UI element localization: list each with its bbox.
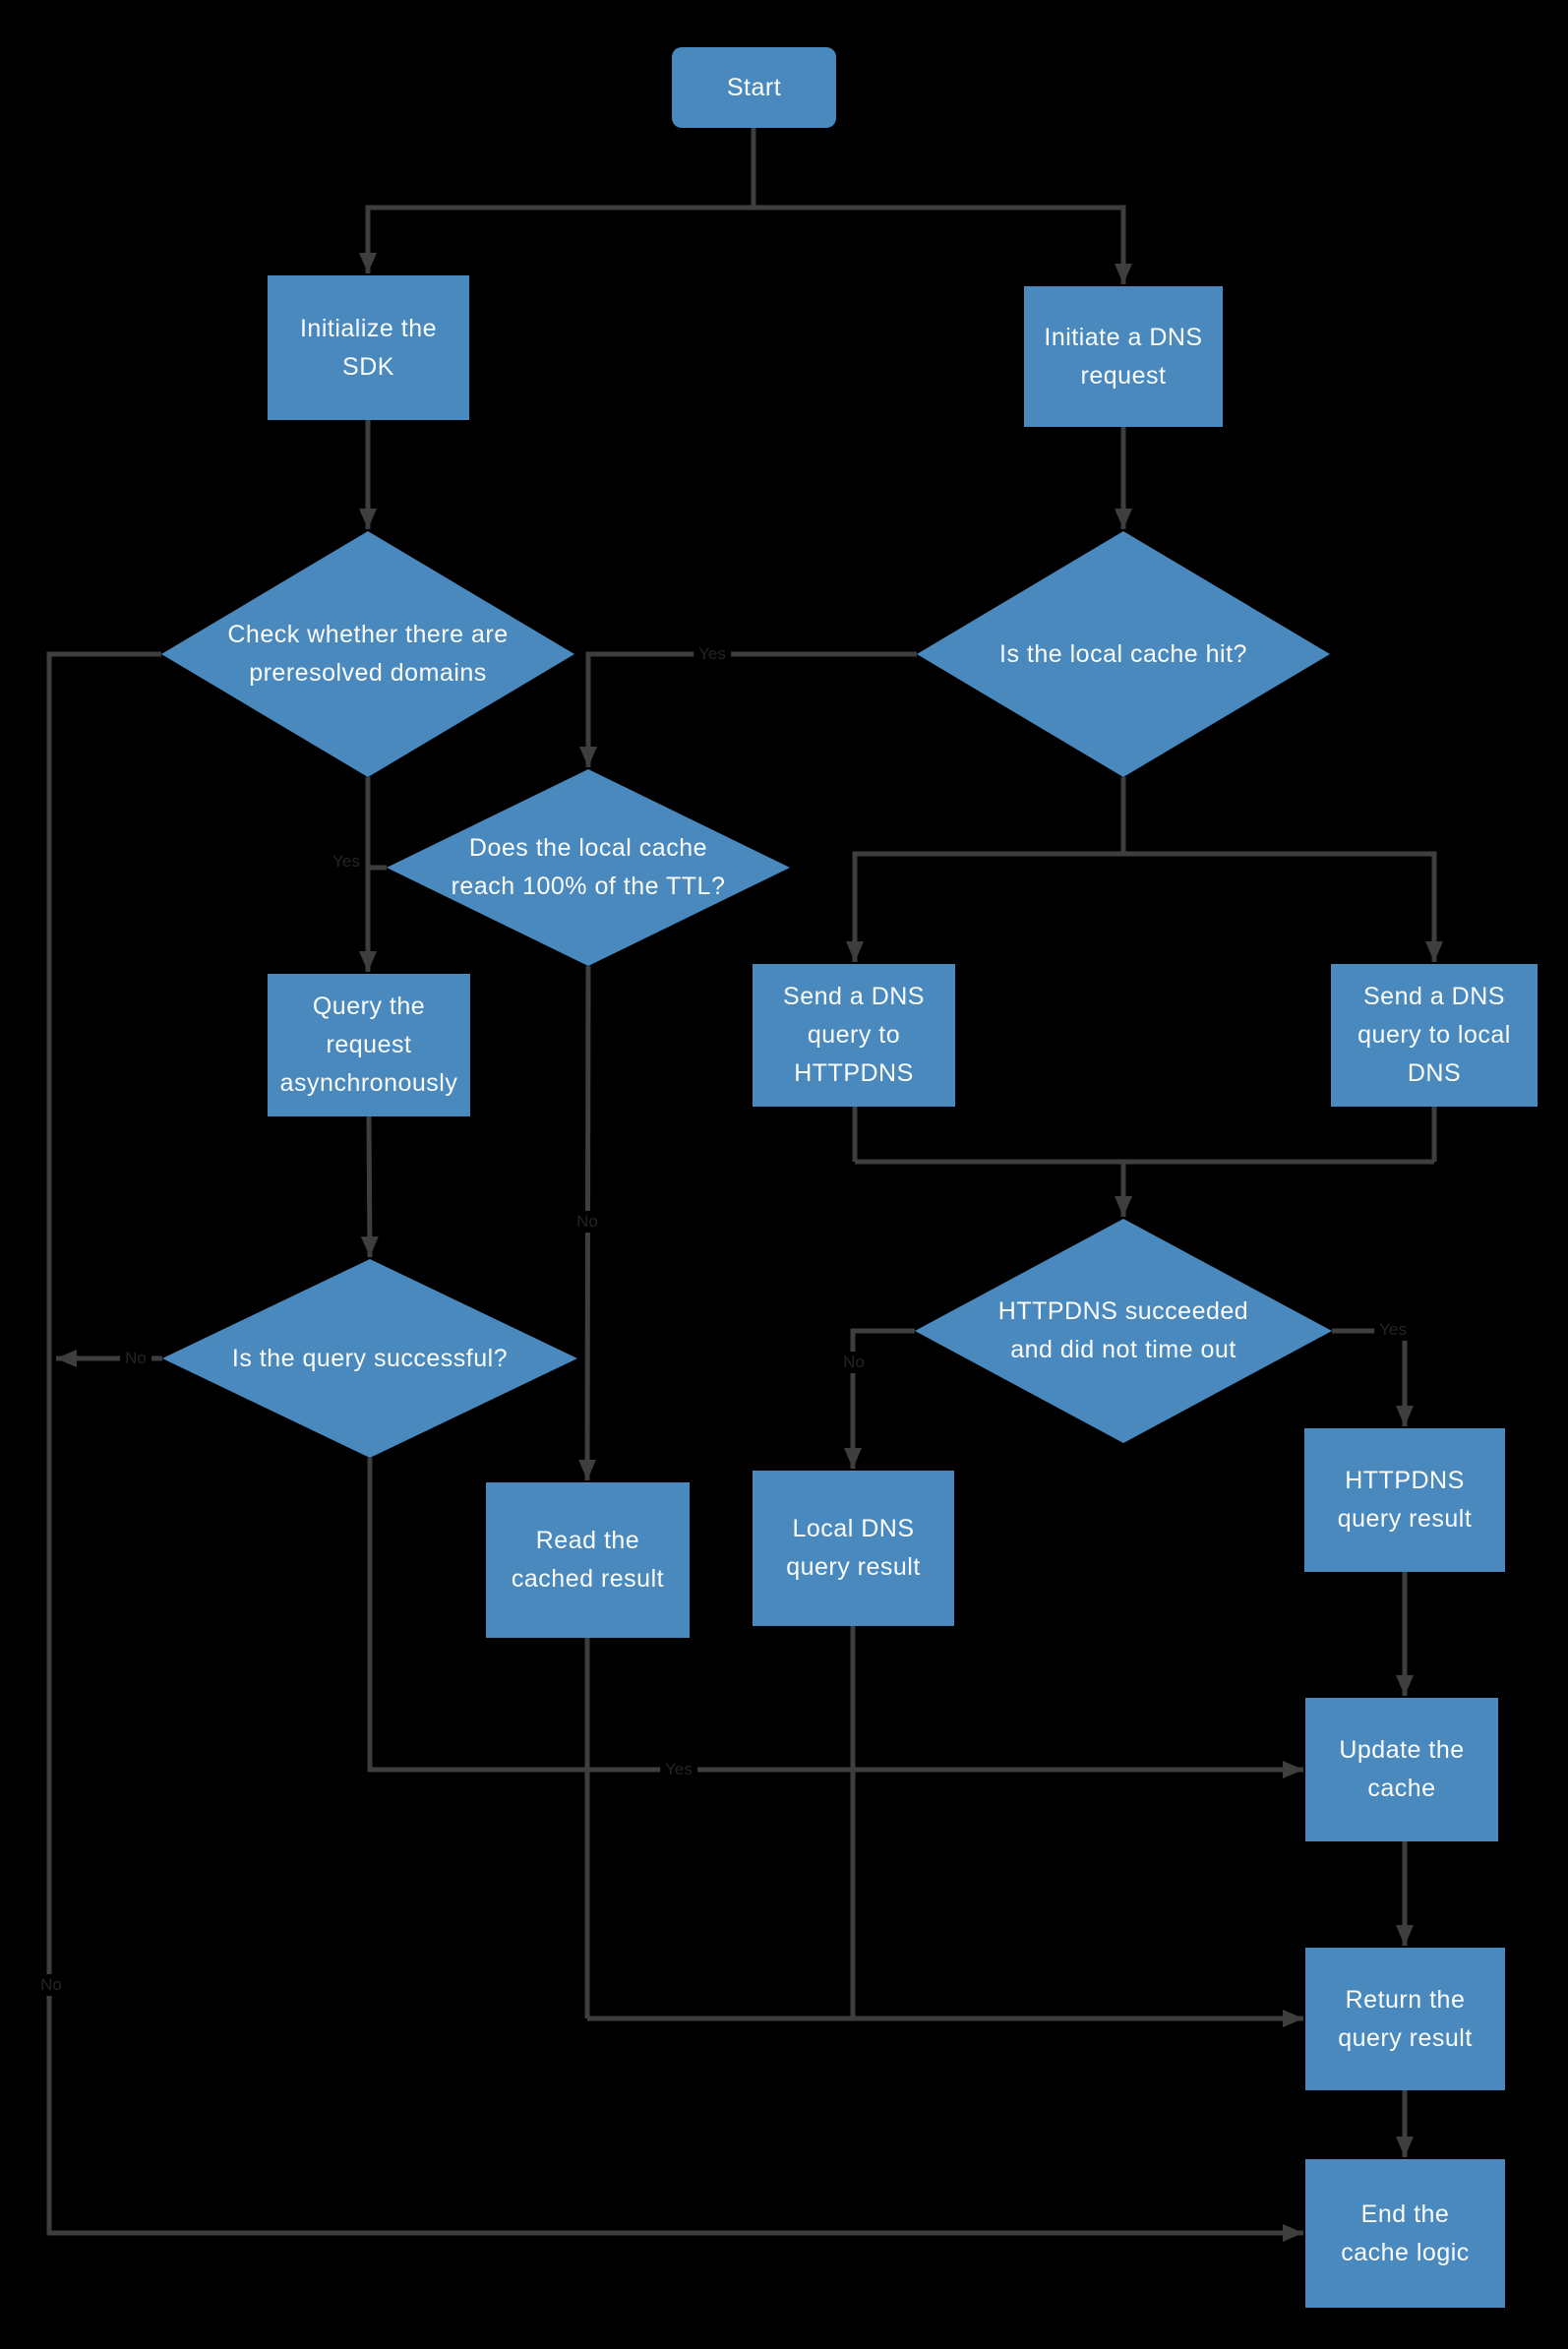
node-shape-httpdns-result (1304, 1428, 1505, 1572)
connector-ttl-to-read-cached (578, 965, 597, 1481)
connector-start-to-initiate-dns (754, 205, 1132, 284)
connector-httpdns-ok-to-result (1332, 1328, 1414, 1426)
node-shape-httpdns-ok (915, 1219, 1332, 1443)
connector-start-to-init-sdk (359, 205, 754, 273)
connector-check-no-to-end (46, 651, 1303, 2242)
node-shape-update-cache (1305, 1698, 1498, 1841)
node-shape-return-result (1305, 1948, 1505, 2090)
connector-httpdns-ok-to-localdns (844, 1328, 915, 1469)
connector-split-to-send-localdns (1123, 851, 1443, 962)
node-shape-cache-hit (917, 531, 1330, 777)
node-shape-end-logic (1305, 2159, 1505, 2308)
node-shape-init-sdk (268, 275, 469, 420)
node-shape-start (672, 47, 836, 128)
connector-cache-hit-to-ttl (579, 651, 917, 767)
connector-query-success-yes (367, 1458, 1303, 1778)
node-shape-send-localdns (1331, 964, 1538, 1107)
node-shape-check-preresolved (161, 531, 574, 777)
node-shape-send-httpdns (753, 964, 955, 1107)
connector-split-to-send-httpdns (846, 851, 1123, 962)
node-shape-query-success (162, 1259, 577, 1458)
node-shape-read-cached (486, 1482, 690, 1638)
node-shape-ttl (387, 769, 790, 966)
connector-query-async-to-success (360, 1115, 379, 1258)
node-shape-query-async (268, 974, 470, 1116)
node-shape-initiate-dns (1024, 286, 1223, 427)
node-shape-localdns-result (753, 1471, 954, 1626)
